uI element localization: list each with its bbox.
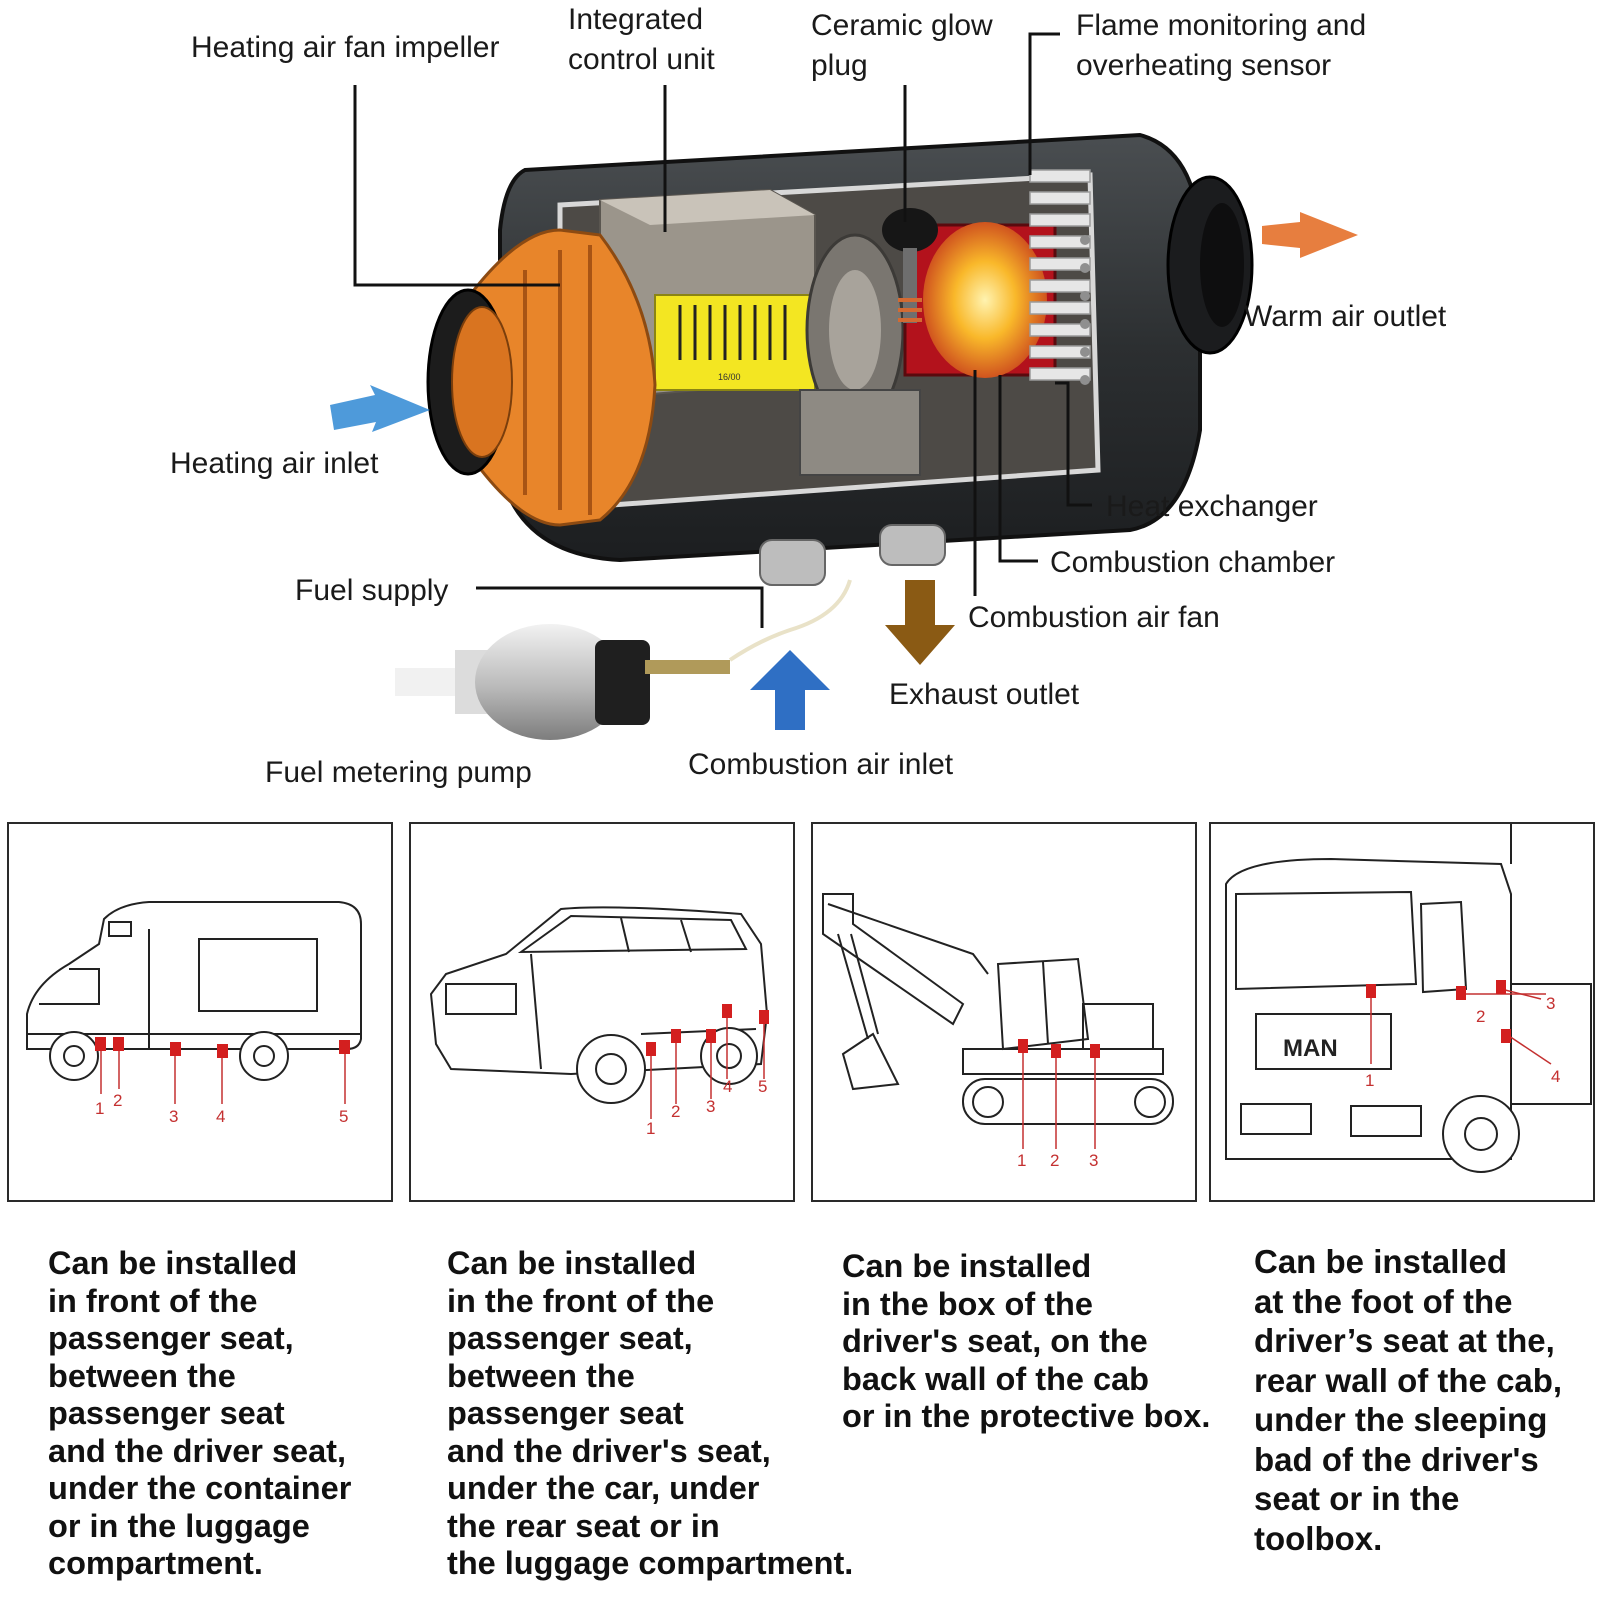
fuel-line xyxy=(728,579,852,662)
marker-number: 3 xyxy=(1546,994,1555,1013)
label-combustion-chamber: Combustion chamber xyxy=(1050,546,1336,579)
marker-number: 1 xyxy=(1017,1151,1026,1170)
description-excavator: Can be installed in the box of the drive… xyxy=(842,1248,1211,1434)
pcb-components xyxy=(678,305,787,360)
marker-number: 4 xyxy=(216,1107,225,1126)
marker-number: 3 xyxy=(1089,1151,1098,1170)
label-flame-sensor: Flame monitoring and overheating sensor xyxy=(1076,9,1367,82)
label-warm-air-outlet: Warm air outlet xyxy=(1244,300,1447,333)
combustion-inlet-port xyxy=(879,524,946,566)
exhaust-port xyxy=(759,539,826,586)
exhaust-outlet-arrow xyxy=(885,580,955,665)
heating-air-inlet-arrow xyxy=(330,385,430,432)
warm-air-outlet-arrow xyxy=(1262,212,1358,258)
label-control-unit: Integrated control unit xyxy=(568,3,715,76)
label-combustion-air-inlet: Combustion air inlet xyxy=(688,748,954,781)
marker-number: 3 xyxy=(706,1097,715,1116)
truck-markers: 1 2 3 4 xyxy=(1365,980,1560,1090)
marker-number: 2 xyxy=(1050,1151,1059,1170)
label-combustion-air-fan: Combustion air fan xyxy=(968,601,1220,634)
panel-excavator: 1 2 3 xyxy=(811,822,1197,1202)
marker-number: 1 xyxy=(95,1099,104,1118)
pcb-label: 16/00 xyxy=(718,372,741,382)
label-glow-plug: Ceramic glow plug xyxy=(811,9,993,82)
label-heating-air-inlet: Heating air inlet xyxy=(170,447,379,480)
fan-impeller xyxy=(468,228,657,527)
leader-lines xyxy=(353,32,1092,628)
control-pcb xyxy=(654,294,816,391)
marker-number: 5 xyxy=(758,1077,767,1096)
panel-truck: MAN 1 2 3 4 xyxy=(1209,822,1595,1202)
marker-number: 5 xyxy=(339,1107,348,1126)
label-fuel-supply: Fuel supply xyxy=(295,574,449,607)
motorhome-markers: 1 2 3 4 5 xyxy=(95,1037,350,1126)
suv-markers: 1 2 3 4 5 xyxy=(646,1004,769,1138)
marker-number: 2 xyxy=(1476,1007,1485,1026)
truck-drawing: MAN 1 2 3 4 xyxy=(1225,824,1592,1173)
marker-number: 4 xyxy=(723,1077,732,1096)
heat-exchanger-fins xyxy=(1029,169,1091,381)
fuel-metering-pump xyxy=(395,624,730,740)
marker-number: 1 xyxy=(1365,1071,1374,1090)
excavator-markers: 1 2 3 xyxy=(1017,1039,1100,1170)
marker-number: 1 xyxy=(646,1119,655,1138)
marker-number: 2 xyxy=(671,1102,680,1121)
label-exhaust-outlet: Exhaust outlet xyxy=(889,678,1080,711)
excavator-drawing: 1 2 3 xyxy=(822,893,1174,1170)
label-fan-impeller: Heating air fan impeller xyxy=(191,31,500,64)
panel-motorhome: 1 2 3 4 5 xyxy=(7,822,393,1202)
marker-number: 3 xyxy=(169,1107,178,1126)
flame xyxy=(923,222,1047,378)
suv-drawing: 1 2 3 4 5 xyxy=(429,906,769,1138)
description-motorhome: Can be installed in front of the passeng… xyxy=(48,1245,352,1581)
truck-logo: MAN xyxy=(1283,1035,1338,1062)
glow-plug-head xyxy=(882,208,938,252)
label-heat-exchanger: Heat exchanger xyxy=(1106,490,1318,523)
label-fuel-metering-pump: Fuel metering pump xyxy=(265,756,532,789)
motorhome-drawing: 1 2 3 4 5 xyxy=(26,901,362,1126)
description-suv: Can be installed in the front of the pas… xyxy=(447,1245,854,1581)
heater-cutaway-illustration: 16/00 xyxy=(330,32,1358,740)
marker-number: 2 xyxy=(113,1091,122,1110)
combustion-air-inlet-arrow xyxy=(750,650,830,730)
description-truck: Can be installed at the foot of the driv… xyxy=(1254,1243,1563,1557)
marker-number: 4 xyxy=(1551,1067,1560,1086)
panel-suv: 1 2 3 4 5 xyxy=(409,822,795,1202)
